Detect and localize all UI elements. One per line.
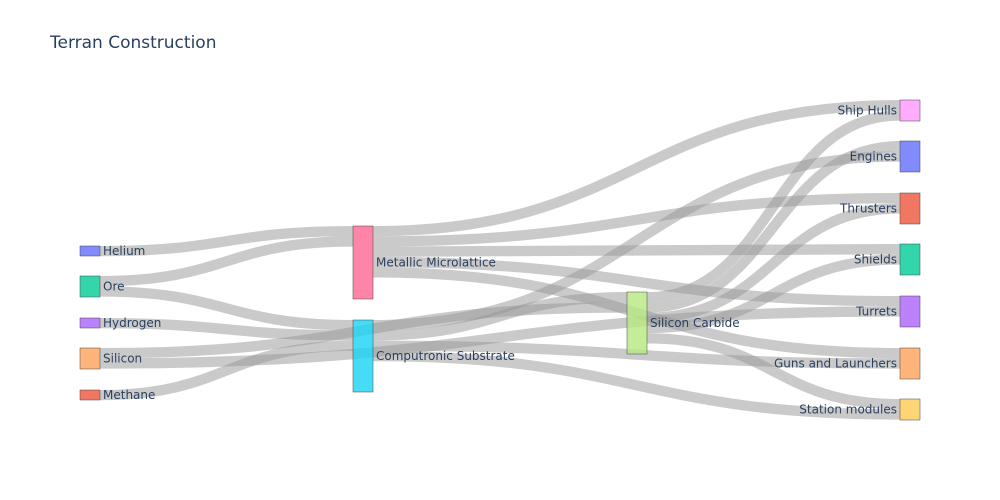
node-substrate[interactable]: Computronic Substrate (352, 319, 515, 393)
link-methane-to-substrate[interactable] (99, 340, 354, 401)
node-hulls-bar[interactable] (899, 99, 921, 122)
node-thrusters-bar[interactable] (899, 192, 921, 225)
node-carbide-bar[interactable] (626, 291, 648, 355)
node-hulls-label: Ship Hulls (837, 104, 897, 118)
node-station[interactable]: Station modules (799, 398, 921, 421)
node-microlattice[interactable]: Metallic Microlattice (352, 225, 496, 300)
node-methane-label: Methane (103, 388, 155, 402)
node-guns-bar[interactable] (899, 347, 921, 380)
link-microlattice-to-turrets[interactable] (372, 256, 901, 307)
link-substrate-to-guns[interactable] (372, 340, 901, 369)
links-layer (99, 100, 901, 420)
node-turrets-label: Turrets (855, 305, 897, 319)
link-carbide-to-station[interactable] (646, 333, 901, 410)
node-guns[interactable]: Guns and Launchers (774, 347, 921, 380)
node-turrets[interactable]: Turrets (855, 295, 921, 328)
node-carbide[interactable]: Silicon Carbide (626, 291, 740, 355)
node-hydrogen-label: Hydrogen (103, 316, 161, 330)
node-microlattice-label: Metallic Microlattice (376, 256, 496, 270)
link-microlattice-to-shields[interactable] (372, 244, 901, 257)
node-hulls[interactable]: Ship Hulls (837, 99, 921, 122)
node-engines[interactable]: Engines (850, 140, 921, 173)
node-guns-label: Guns and Launchers (774, 357, 897, 371)
chart-title: Terran Construction (50, 33, 217, 53)
node-substrate-bar[interactable] (352, 319, 374, 393)
node-hydrogen-bar[interactable] (79, 317, 101, 329)
node-engines-label: Engines (850, 150, 897, 164)
link-microlattice-to-hulls[interactable] (372, 100, 901, 237)
node-ore-label: Ore (103, 280, 125, 294)
node-thrusters-label: Thrusters (839, 202, 897, 216)
link-ore-to-substrate[interactable] (99, 286, 354, 331)
node-ore-bar[interactable] (79, 275, 101, 298)
node-hydrogen[interactable]: Hydrogen (79, 316, 161, 330)
link-carbide-to-thrusters[interactable] (646, 203, 901, 323)
node-turrets-bar[interactable] (899, 295, 921, 328)
node-ore[interactable]: Ore (79, 275, 125, 298)
link-carbide-to-shields[interactable] (646, 254, 901, 334)
node-methane[interactable]: Methane (79, 388, 155, 402)
node-engines-bar[interactable] (899, 140, 921, 173)
node-silicon-label: Silicon (103, 352, 142, 366)
link-substrate-to-carbide[interactable] (372, 292, 628, 341)
node-substrate-label: Computronic Substrate (376, 349, 515, 363)
node-silicon[interactable]: Silicon (79, 347, 142, 370)
link-microlattice-to-thrusters[interactable] (372, 193, 901, 247)
link-carbide-to-engines[interactable] (646, 141, 901, 313)
node-station-label: Station modules (799, 403, 897, 417)
link-carbide-to-hulls[interactable] (646, 110, 901, 303)
link-helium-to-microlattice[interactable] (99, 226, 354, 257)
link-ore-to-microlattice[interactable] (99, 236, 354, 287)
node-shields[interactable]: Shields (854, 243, 921, 276)
node-thrusters[interactable]: Thrusters (839, 192, 921, 225)
node-helium-bar[interactable] (79, 245, 101, 257)
node-silicon-bar[interactable] (79, 347, 101, 370)
node-shields-label: Shields (854, 253, 897, 267)
node-helium[interactable]: Helium (79, 244, 145, 258)
node-shields-bar[interactable] (899, 243, 921, 276)
link-substrate-to-station[interactable] (372, 350, 901, 420)
node-microlattice-bar[interactable] (352, 225, 374, 300)
node-carbide-label: Silicon Carbide (650, 316, 740, 330)
node-station-bar[interactable] (899, 398, 921, 421)
node-helium-label: Helium (103, 244, 145, 258)
node-methane-bar[interactable] (79, 389, 101, 401)
